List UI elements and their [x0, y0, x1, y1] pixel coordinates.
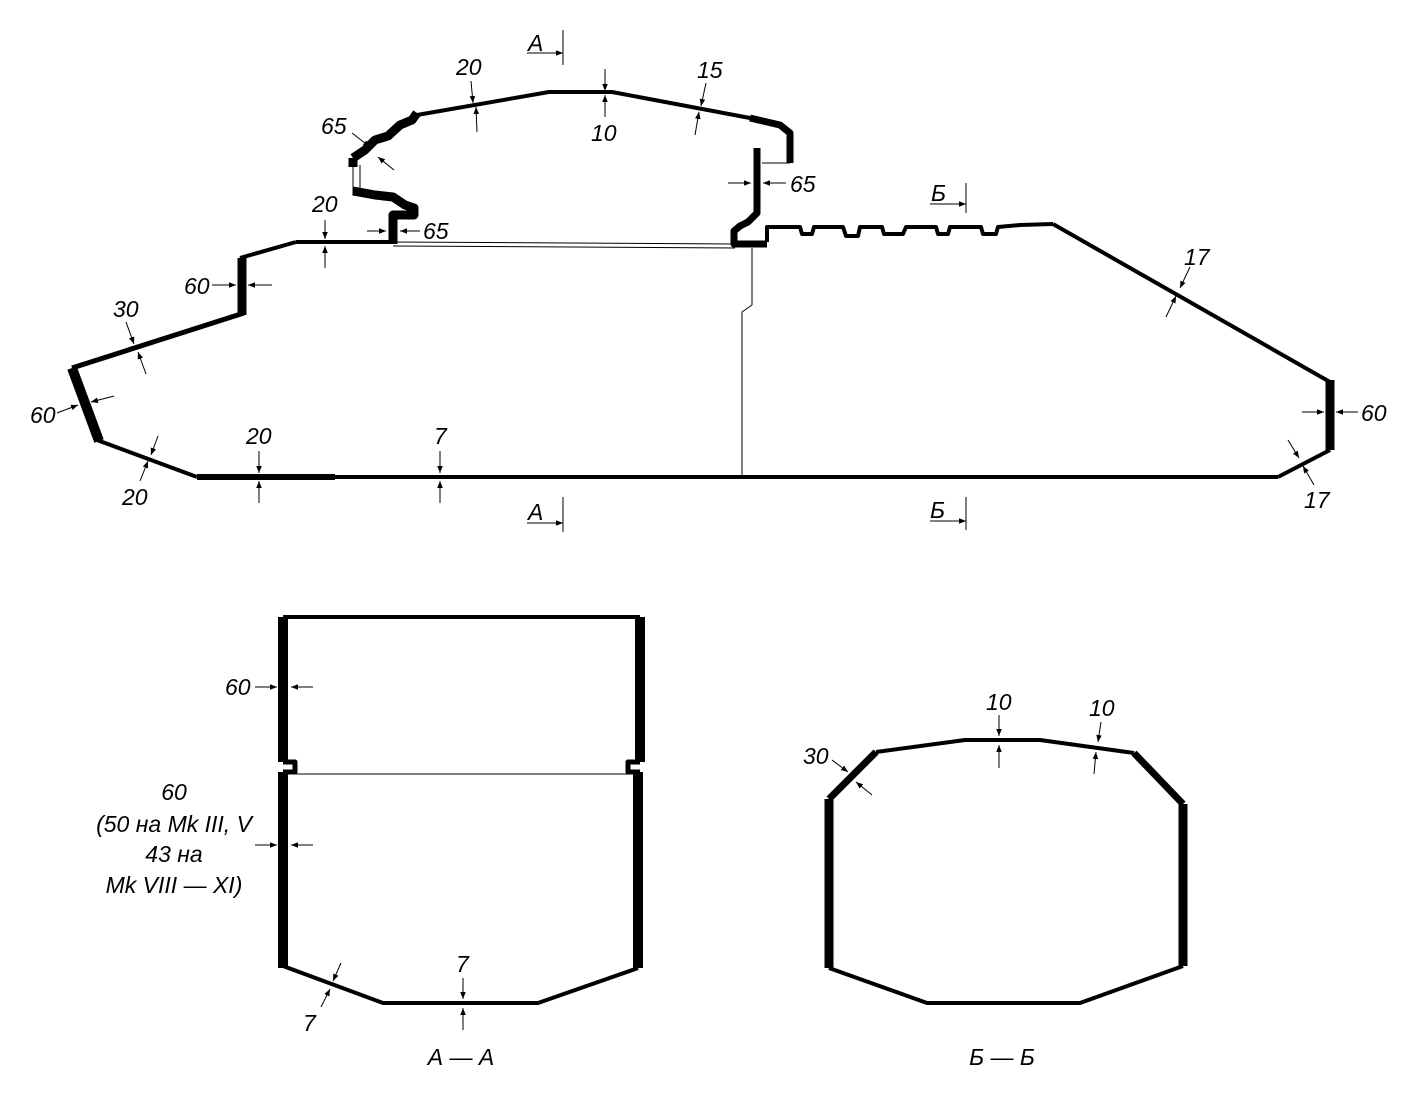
section-letter: А	[526, 30, 543, 56]
thickness-side-upper: 60	[225, 674, 313, 700]
thickness-label: 7	[456, 951, 470, 977]
thickness-lower-tail: 17	[1287, 439, 1331, 513]
turret-outline	[348, 90, 794, 476]
thickness-label: 30	[803, 743, 829, 769]
thickness-label: 10	[1089, 695, 1115, 721]
thickness-label: 7	[303, 1010, 317, 1036]
section-mark-a-bottom: А	[526, 497, 564, 532]
thickness-belly-front: 20	[245, 423, 272, 503]
hull-outline	[67, 222, 1335, 480]
thickness-label: 17	[1304, 487, 1331, 513]
thickness-bottom-chamfer: 7	[303, 962, 342, 1036]
section-a-outline	[278, 615, 645, 1005]
section-a-title: А — А	[426, 1044, 494, 1070]
section-mark-b-bottom: Б	[930, 497, 967, 530]
thickness-note: 43 на	[145, 841, 202, 867]
section-a-a: 60 60 (50 на Mk III, V 43 на Mk VIII — X…	[96, 615, 645, 1070]
thickness-label: 20	[121, 484, 148, 510]
thickness-chamfer: 30	[803, 743, 873, 796]
thickness-label: 60	[30, 402, 56, 428]
thickness-belly: 7	[434, 423, 448, 503]
thickness-label: 65	[321, 113, 347, 139]
thickness-glacis: 30	[113, 296, 147, 375]
thickness-note: (50 на Mk III, V	[96, 811, 254, 837]
thickness-label: 60	[1361, 400, 1387, 426]
thickness-label: 65	[423, 218, 449, 244]
thickness-lower-nose: 20	[121, 435, 159, 510]
thickness-label: 10	[986, 689, 1012, 715]
thickness-label: 15	[697, 57, 723, 83]
section-b-b: 10 10 30 Б — Б	[803, 689, 1188, 1070]
thickness-turret-roof-rear: 15	[694, 57, 723, 136]
thickness-engine-deck: 17	[1165, 244, 1211, 318]
thickness-label: 60	[184, 273, 210, 299]
thickness-label: 10	[591, 120, 617, 146]
section-letter: А	[526, 499, 543, 525]
section-letter: Б	[931, 180, 946, 206]
thickness-roof-left: 10	[986, 689, 1012, 768]
thickness-nose: 60	[30, 395, 115, 428]
section-mark-a-top: А	[526, 30, 564, 65]
section-b-outline	[824, 738, 1188, 1005]
section-letter: Б	[930, 497, 945, 523]
thickness-turret-rear: 65	[728, 171, 816, 197]
thickness-label: 60	[225, 674, 251, 700]
thickness-turret-roof-top: 10	[591, 69, 617, 146]
thickness-side-lower: 60 (50 на Mk III, V 43 на Mk VIII — XI)	[96, 779, 313, 898]
thickness-turret-ring-front: 65	[367, 218, 449, 244]
thickness-label: 20	[311, 191, 338, 217]
hull-side-view: А А Б Б 20 10	[30, 30, 1387, 532]
thickness-label: 7	[434, 423, 448, 449]
thickness-note: Mk VIII — XI)	[106, 872, 243, 898]
section-b-title: Б — Б	[969, 1044, 1035, 1070]
thickness-turret-roof-front: 20	[455, 54, 482, 133]
thickness-label: 20	[455, 54, 482, 80]
thickness-label: 17	[1184, 244, 1211, 270]
thickness-roof-right: 10	[1089, 695, 1115, 775]
thickness-hull-roof-front: 20	[311, 191, 338, 268]
section-mark-b-top: Б	[930, 180, 967, 213]
thickness-label: 30	[113, 296, 139, 322]
thickness-driver-plate: 60	[184, 273, 272, 299]
thickness-label: 20	[245, 423, 272, 449]
thickness-label: 65	[790, 171, 816, 197]
thickness-mantlet-top: 65	[321, 113, 395, 171]
thickness-bottom: 7	[456, 951, 470, 1030]
thickness-tail: 60	[1302, 400, 1387, 426]
thickness-label: 60	[161, 779, 187, 805]
